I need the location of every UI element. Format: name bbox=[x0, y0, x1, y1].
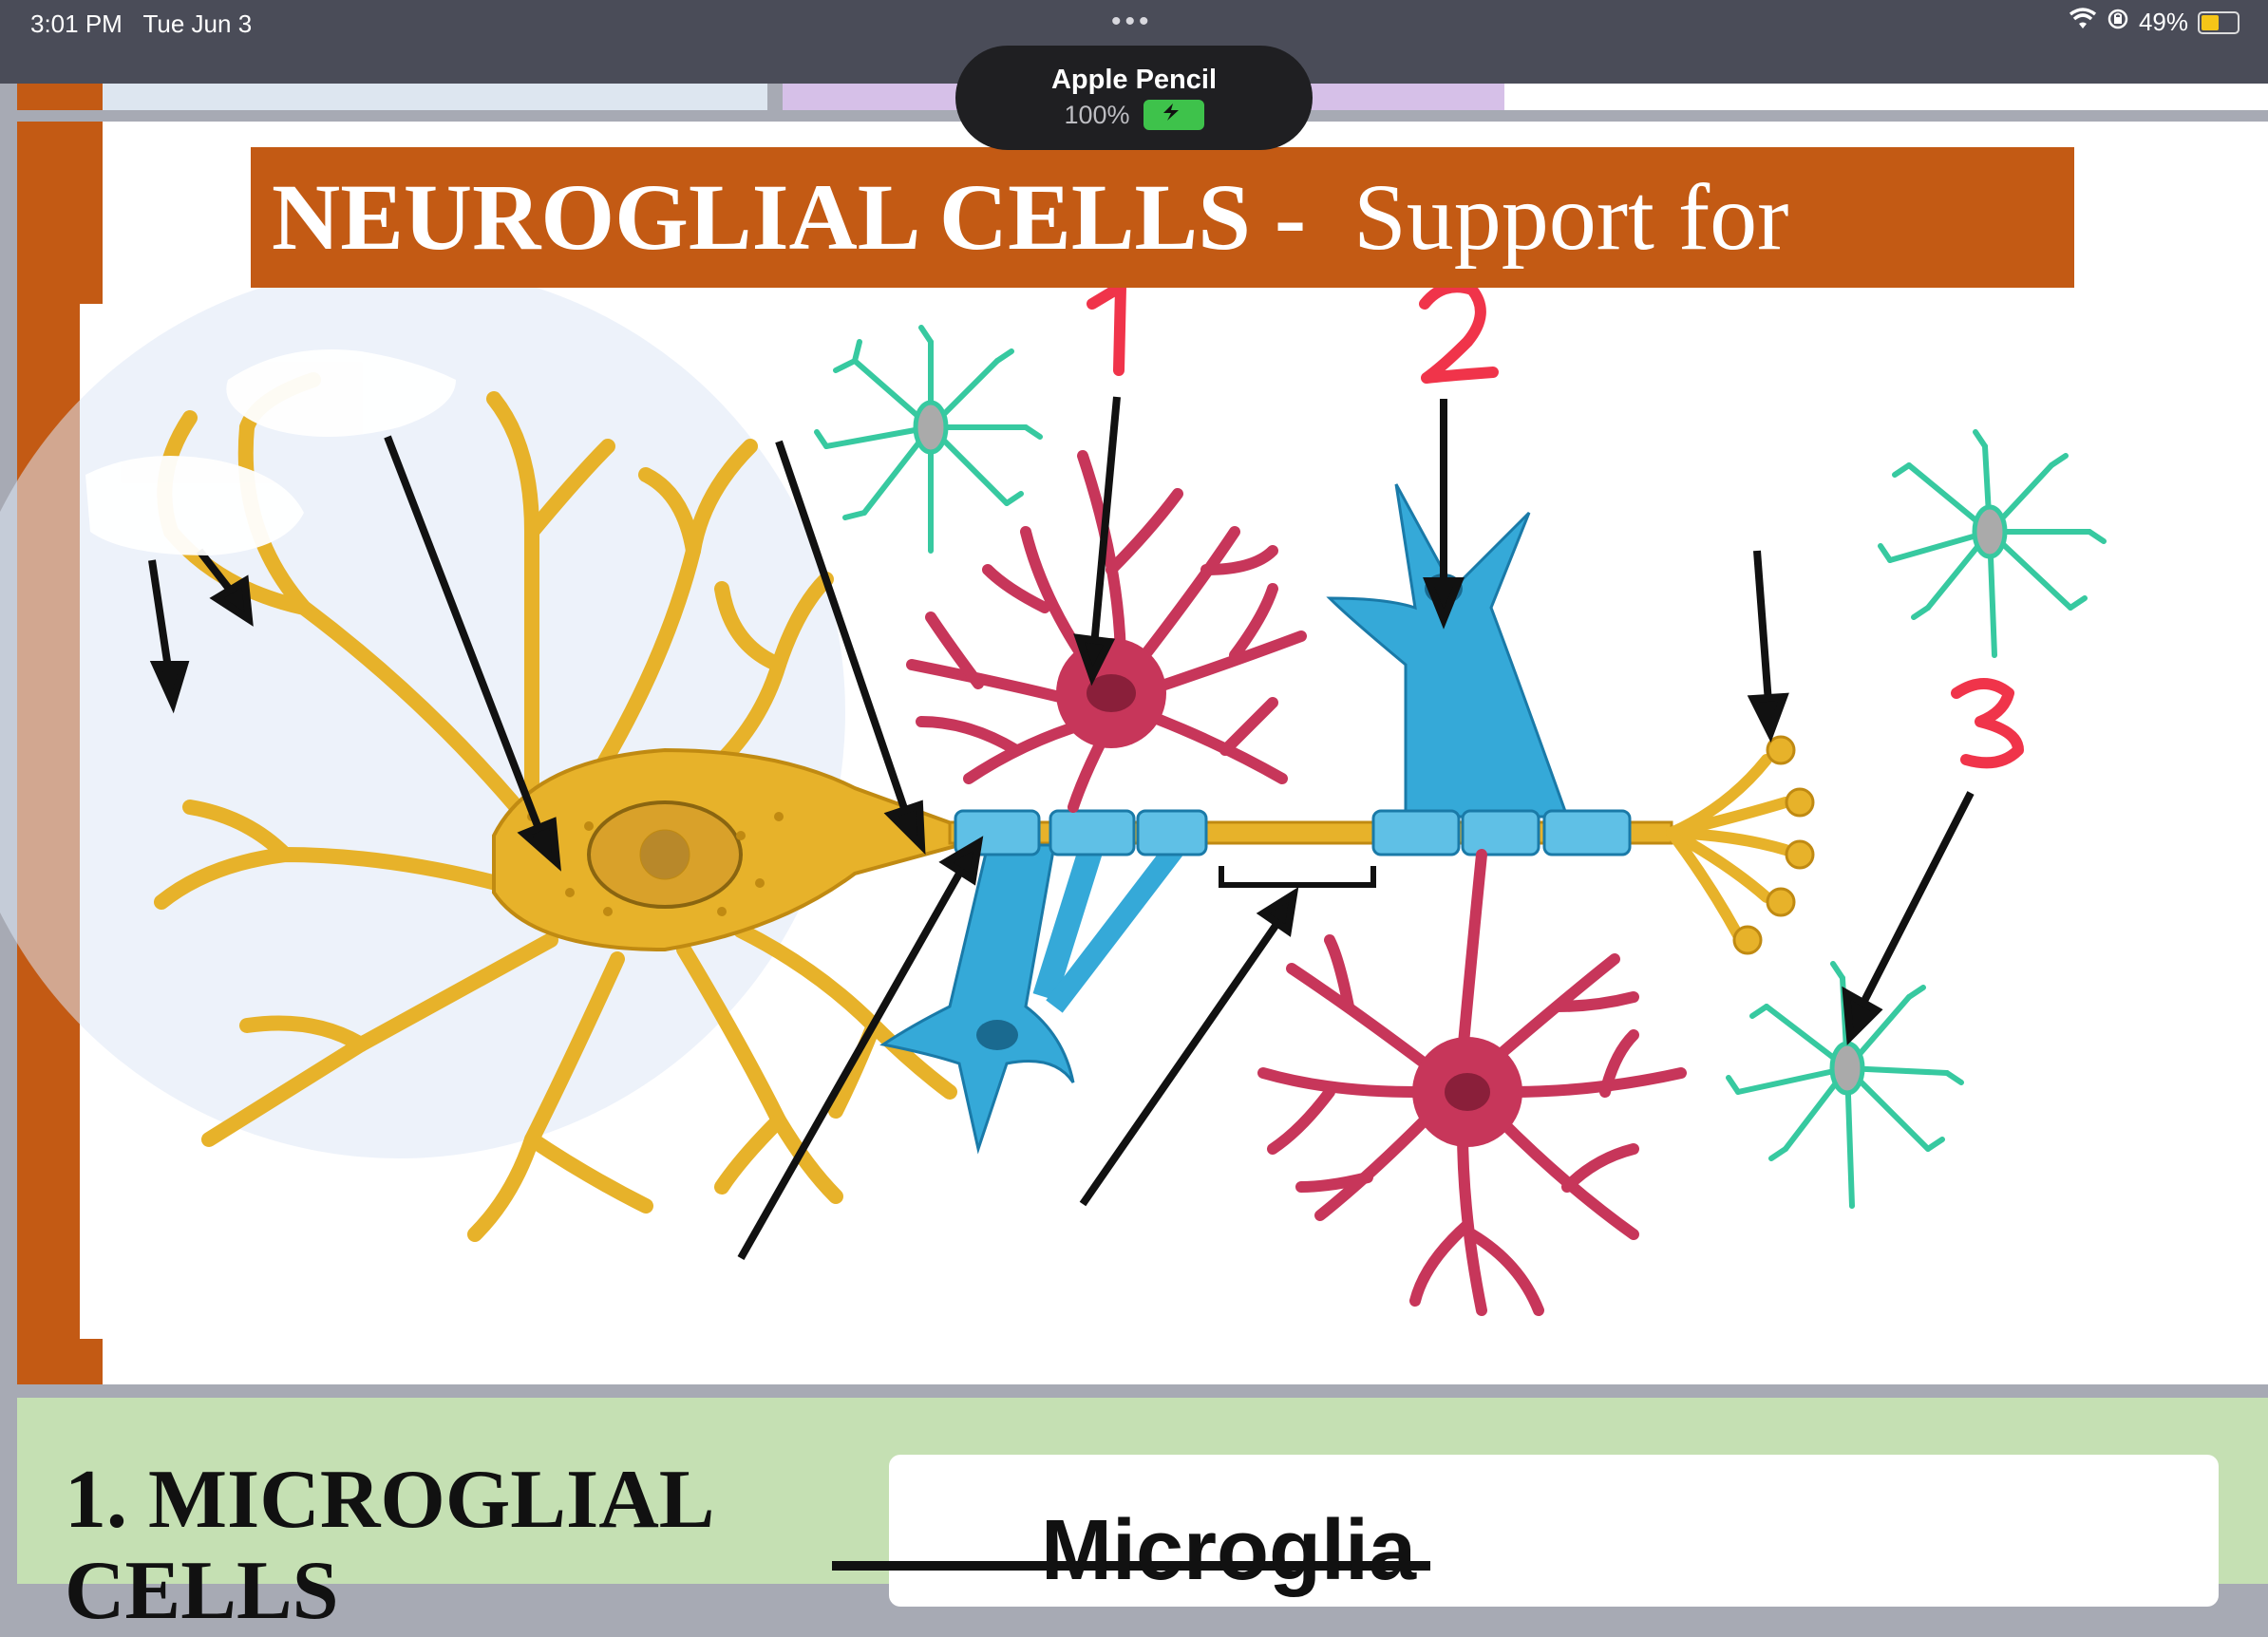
microglia-top-left bbox=[814, 325, 1043, 554]
pencil-battery-charging-icon bbox=[1143, 100, 1204, 130]
internode-bracket bbox=[1219, 866, 1376, 888]
ink-strike-line bbox=[832, 1561, 1430, 1571]
annotation-1 bbox=[1087, 281, 1126, 376]
annotation-3 bbox=[1951, 678, 2024, 769]
apple-pencil-notification: Apple Pencil 100% bbox=[955, 46, 1313, 150]
battery-percent: 49% bbox=[2138, 8, 2188, 36]
oligodendrocyte-lower bbox=[879, 838, 1186, 1155]
previous-slide-edge bbox=[17, 84, 103, 110]
card-title: Microglia bbox=[1041, 1503, 1417, 1598]
status-time: 3:01 PM Tue Jun 3 bbox=[30, 9, 253, 38]
microglia-bottom-right bbox=[1726, 961, 1964, 1209]
erased-labels bbox=[85, 349, 456, 555]
annotation-1-text: 1 bbox=[1, 0, 2, 2]
slide2-heading: 1. MICROGLIAL CELLS bbox=[65, 1454, 715, 1637]
previous-slide-edge bbox=[103, 84, 767, 110]
orientation-lock-icon bbox=[2107, 8, 2129, 37]
annotation-3-text: 3 bbox=[1, 0, 2, 2]
pencil-name: Apple Pencil bbox=[1050, 65, 1218, 95]
astrocyte-lower bbox=[1257, 849, 1687, 1316]
battery-icon bbox=[2198, 10, 2240, 34]
pencil-battery-percent: 100% bbox=[1064, 100, 1130, 129]
wifi-icon bbox=[2069, 8, 2097, 37]
annotation-2 bbox=[1419, 281, 1499, 384]
microglia-top-right bbox=[1878, 429, 2107, 658]
annotation-numbers bbox=[1087, 281, 2024, 769]
neuroglia-diagram: 1 2 3 bbox=[0, 0, 2107, 1316]
slide-title: NEUROGLIAL CELLS - Support for bbox=[251, 147, 2074, 288]
oligodendrocyte-upper bbox=[1326, 483, 1570, 818]
label-arrows bbox=[148, 396, 1975, 1260]
microglia-card: Microglia bbox=[832, 1455, 2219, 1607]
myelin-sheath bbox=[954, 809, 1632, 856]
previous-slide-edge bbox=[1504, 84, 2268, 110]
multitasking-dots-icon[interactable]: ••• bbox=[1111, 6, 1153, 37]
neuron bbox=[154, 372, 1815, 1242]
annotation-2-text: 2 bbox=[1, 0, 2, 2]
slide-microglial-cells[interactable]: 1. MICROGLIAL CELLS Microglia bbox=[17, 1398, 2268, 1637]
